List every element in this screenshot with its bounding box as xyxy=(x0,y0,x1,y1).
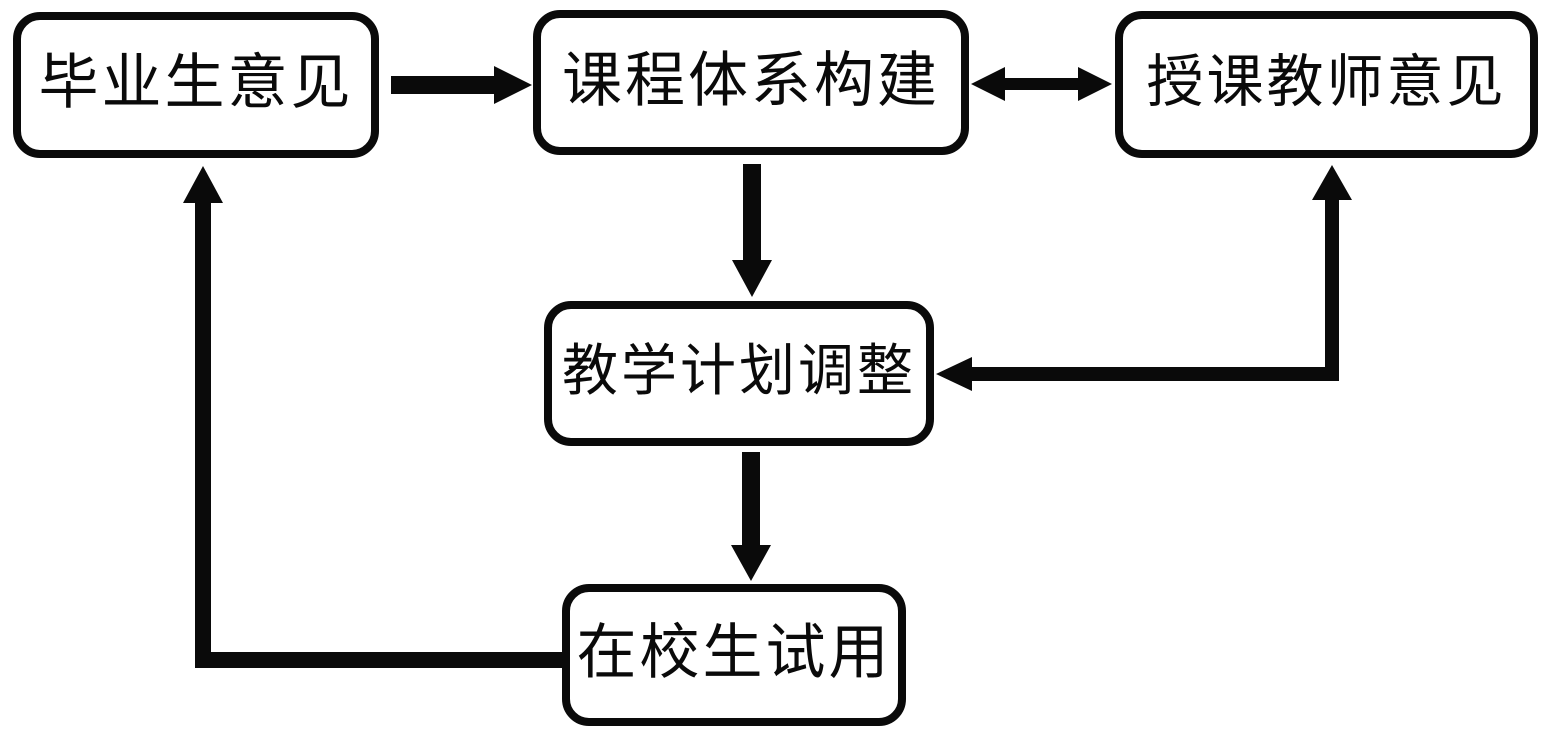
arrow-curriculum-to-plan xyxy=(732,164,772,297)
node-teaching-plan-adjustment: 教学计划调整 xyxy=(544,301,934,446)
node-instructor-opinions: 授课教师意见 xyxy=(1115,11,1538,158)
arrow-instructor-plan-two-way xyxy=(936,165,1352,391)
arrow-graduate-to-curriculum xyxy=(391,66,532,104)
node-instructor-opinions-label: 授课教师意见 xyxy=(1146,51,1507,114)
arrow-curriculum-instructor-two-way xyxy=(971,67,1112,101)
arrow-plan-to-trial xyxy=(731,452,771,581)
node-curriculum-system-building: 课程体系构建 xyxy=(533,10,969,155)
node-curriculum-system-building-label: 课程体系构建 xyxy=(562,47,940,114)
node-enrolled-student-trial-label: 在校生试用 xyxy=(576,620,892,686)
node-graduate-opinions-label: 毕业生意见 xyxy=(38,50,354,116)
node-graduate-opinions: 毕业生意见 xyxy=(13,12,379,158)
arrow-trial-to-graduate xyxy=(183,166,563,668)
node-teaching-plan-adjustment-label: 教学计划调整 xyxy=(562,340,916,403)
node-enrolled-student-trial: 在校生试用 xyxy=(562,584,906,726)
